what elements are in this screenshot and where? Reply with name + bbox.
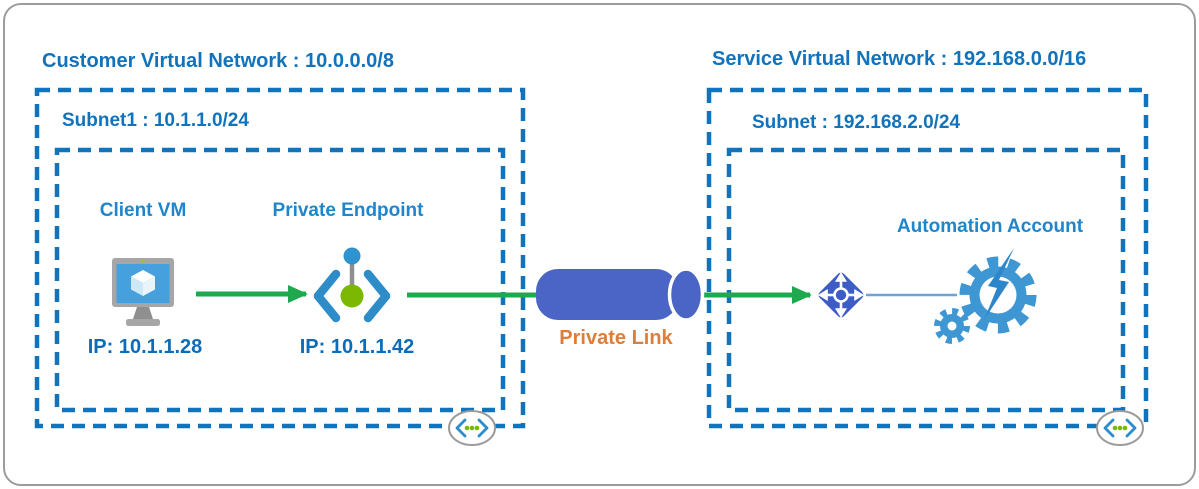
diamond-cross-arrows-icon [818,272,864,318]
automation-account-label: Automation Account [896,216,1084,237]
endpoint-top-dot [343,247,361,265]
virtual-network-badge-icon [1096,410,1144,446]
customer-subnet-box [54,147,506,413]
customer-vnet-title: Customer Virtual Network : 10.0.0.0/8 [42,50,394,72]
left-bracket [313,269,341,323]
vm-monitor-icon [112,258,174,326]
private-endpoint-ip: IP: 10.1.1.42 [299,336,415,358]
right-bracket [363,269,391,323]
client-vm-label: Client VM [99,200,187,221]
private-link-label: Private Link [559,327,673,349]
client-vm-ip: IP: 10.1.1.28 [87,336,203,358]
lightning-bolt [984,248,1014,320]
customer-vnet-box [34,87,526,429]
service-vnet-box [706,87,1149,429]
monitor-base [126,319,160,326]
cube-glyph [131,270,155,296]
customer-subnet-title: Subnet1 : 10.1.1.0/24 [62,110,249,131]
service-subnet-title: Subnet : 192.168.2.0/24 [752,112,961,133]
monitor-stand [133,307,153,319]
private-endpoint-brackets-icon [313,247,391,323]
diamond-center-circle [833,287,849,303]
small-gear [934,308,970,344]
monitor-power-led [141,259,145,264]
private-link-cylinder-icon [536,267,705,322]
virtual-network-badge-icon [448,410,496,446]
private-endpoint-label: Private Endpoint [272,200,424,221]
gears-lightning-icon [934,248,1037,344]
service-vnet-title: Service Virtual Network : 192.168.0.0/16 [712,48,1087,70]
diamond-body [818,272,864,318]
endpoint-green-dot [340,284,364,308]
diamond-arrows [819,272,863,317]
service-subnet-box [726,147,1126,413]
